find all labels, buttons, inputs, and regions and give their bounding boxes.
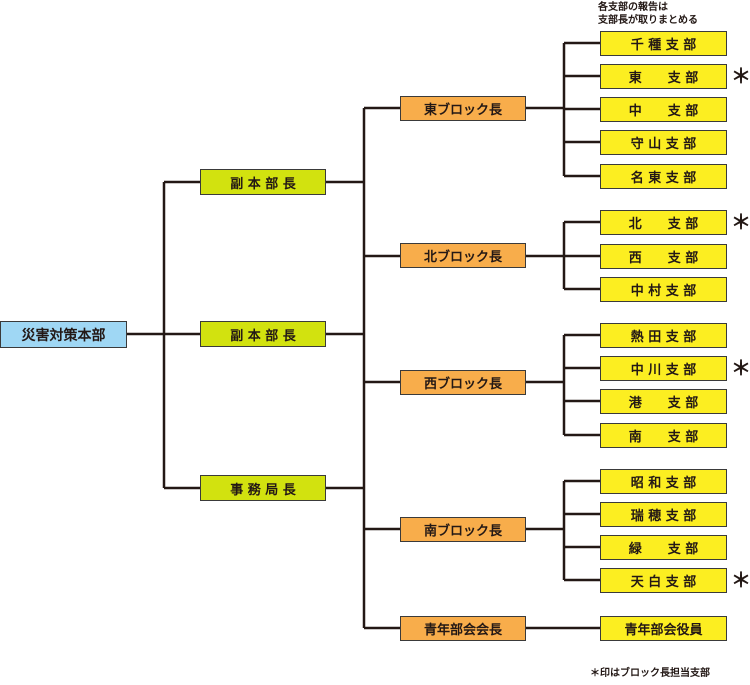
- branch-minato: 港 支 部: [600, 389, 727, 414]
- block-leader-star-kita: ＊: [731, 210, 750, 234]
- branch-chikusa: 千 種 支 部: [600, 31, 727, 56]
- branch-mizuho: 瑞 穂 支 部: [600, 502, 727, 527]
- branch-higashi: 東 支 部: [600, 64, 727, 89]
- root-box-disaster-hq: 災害対策本部: [0, 321, 127, 348]
- report-note-line1: 各支部の報告は: [598, 2, 668, 13]
- branch-nakamura: 中 村 支 部: [600, 277, 727, 302]
- branch-meito: 名 東 支 部: [600, 164, 727, 189]
- branch-moriyama: 守 山 支 部: [600, 130, 727, 155]
- block-north-leader: 北ブロック長: [400, 243, 526, 268]
- secretary-general: 事 務 局 長: [200, 475, 326, 501]
- block-leader-star-tempaku: ＊: [731, 568, 750, 592]
- deputy-director-2: 副 本 部 長: [200, 321, 326, 347]
- branch-nakagawa: 中 川 支 部: [600, 356, 727, 381]
- branch-midori: 緑 支 部: [600, 535, 727, 560]
- branch-tempaku: 天 白 支 部: [600, 568, 727, 593]
- deputy-director-1: 副 本 部 長: [200, 169, 326, 195]
- star-legend-note: ＊印はブロック長担当支部: [590, 668, 710, 679]
- branch-showa: 昭 和 支 部: [600, 469, 727, 494]
- youth-division-officers: 青年部会役員: [600, 616, 727, 641]
- branch-atsuta: 熱 田 支 部: [600, 323, 727, 348]
- branch-kita: 北 支 部: [600, 210, 727, 235]
- branch-minami: 南 支 部: [600, 423, 727, 448]
- block-leader-star-nakagawa: ＊: [731, 356, 750, 380]
- report-note: 各支部の報告は 支部長が取りまとめる: [598, 1, 698, 27]
- branch-naka: 中 支 部: [600, 97, 727, 122]
- block-south-leader: 南ブロック長: [400, 517, 526, 542]
- branch-nishi: 西 支 部: [600, 244, 727, 269]
- block-west-leader: 西ブロック長: [400, 370, 526, 395]
- report-note-line2: 支部長が取りまとめる: [598, 15, 698, 26]
- block-east-leader: 東ブロック長: [400, 96, 526, 121]
- youth-division-chair: 青年部会会長: [400, 616, 526, 641]
- block-leader-star-higashi: ＊: [731, 64, 750, 88]
